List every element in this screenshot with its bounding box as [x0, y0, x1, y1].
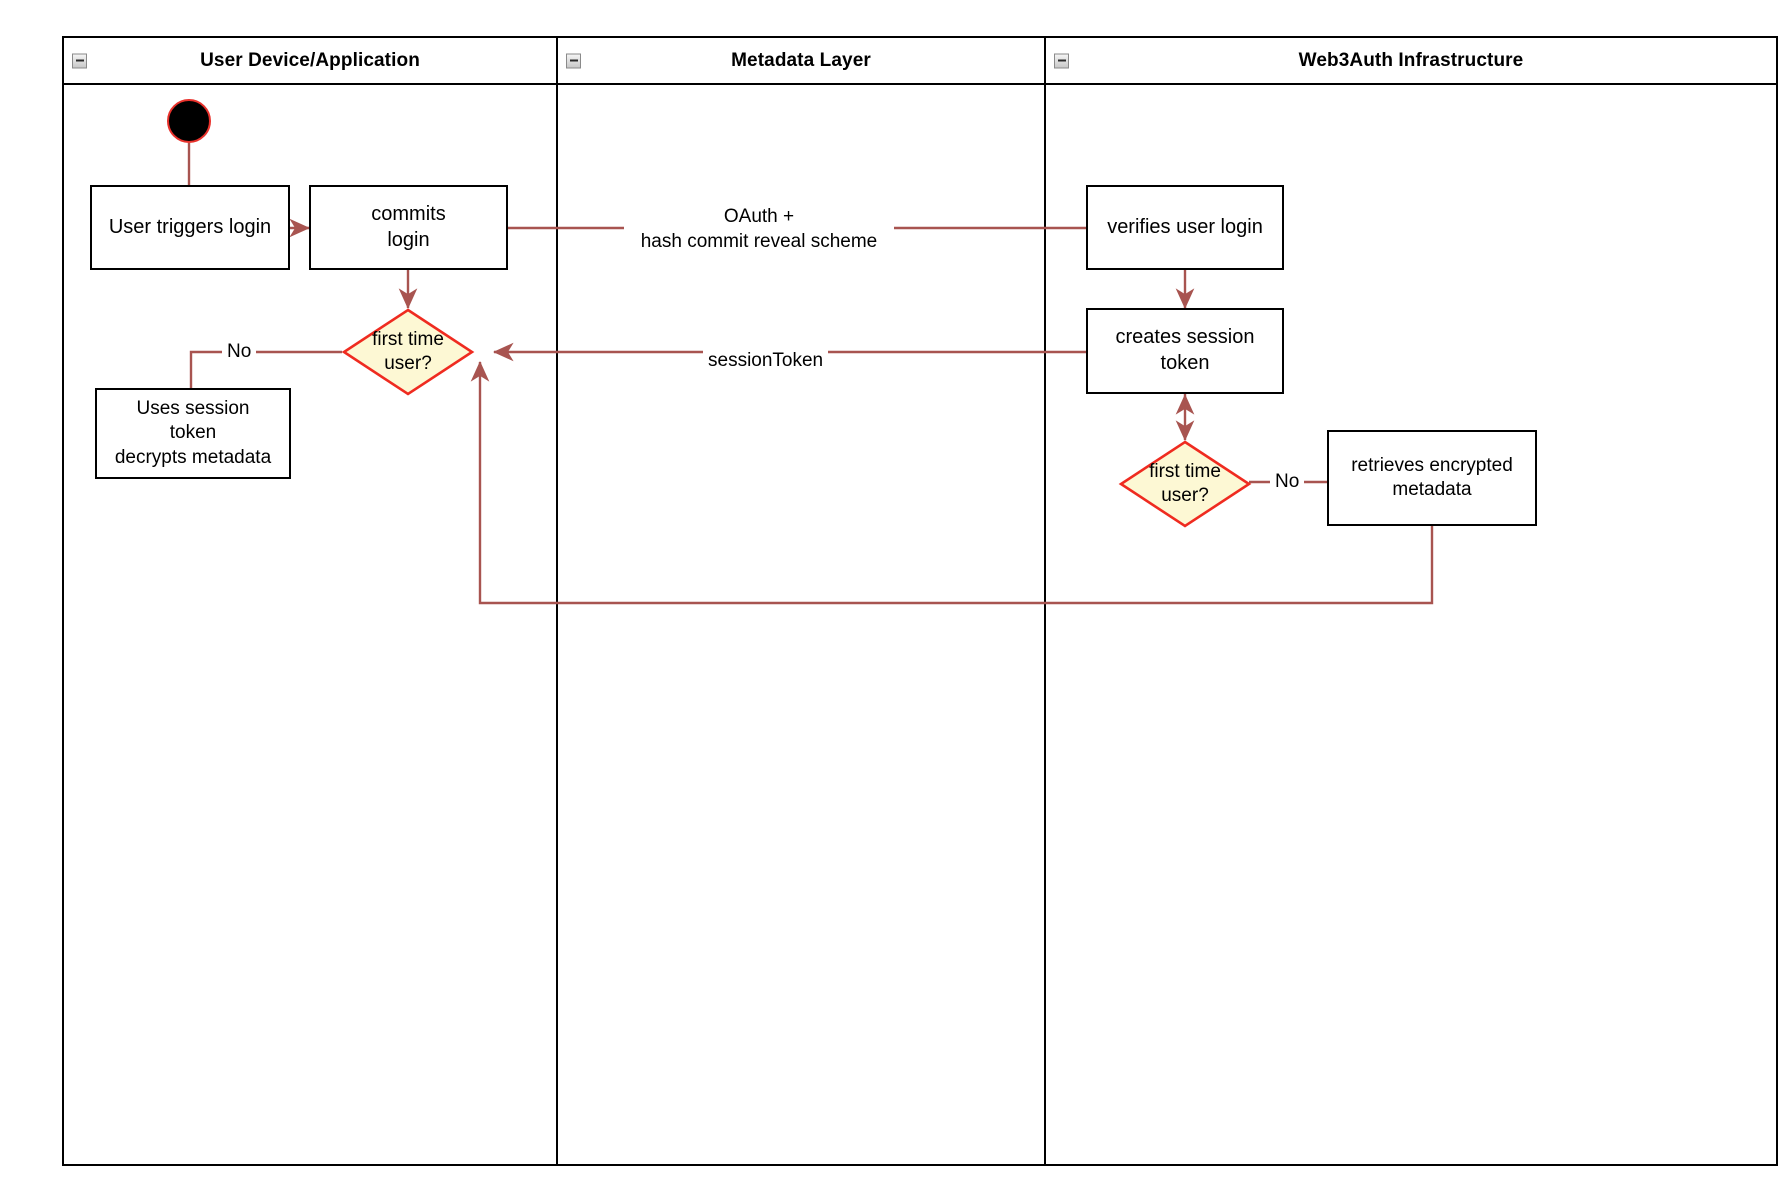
activity-user-triggers-login[interactable]: User triggers login: [90, 185, 290, 270]
collapse-minus-icon[interactable]: [72, 53, 87, 68]
lane-header-user-device-application: User Device/Application: [64, 38, 556, 85]
activity-label-uses-session-token: Uses session token decrypts metadata: [114, 398, 272, 468]
activity-label-retrieves-encrypted-metadata: retrieves encrypted metadata: [1351, 454, 1513, 500]
collapse-minus-icon[interactable]: [1054, 53, 1069, 68]
edge-label-oauth-line2: hash commit reveal scheme: [640, 230, 878, 252]
lane-header-metadata-layer: Metadata Layer: [558, 38, 1044, 85]
edge-label-oauth-line1: OAuth +: [723, 206, 795, 227]
decision-shape-left: [341, 308, 475, 396]
lane-title-metadata-layer: Metadata Layer: [731, 49, 871, 71]
edge-label-oauth-hash-commit: OAuth + hash commit reveal scheme: [624, 205, 894, 255]
lane-user-device-application[interactable]: User Device/Application: [64, 38, 556, 1164]
activity-retrieves-encrypted-metadata[interactable]: retrieves encrypted metadata: [1327, 430, 1537, 526]
activity-uses-session-token-decrypts-metadata[interactable]: Uses session token decrypts metadata: [95, 388, 291, 479]
decision-first-time-user-left[interactable]: first time user?: [341, 308, 475, 396]
activity-verifies-user-login[interactable]: verifies user login: [1086, 185, 1284, 270]
activity-commits-login[interactable]: commits login: [309, 185, 508, 270]
edge-label-no-right: No: [1270, 470, 1305, 495]
decision-first-time-user-right[interactable]: first time user?: [1118, 440, 1252, 528]
activity-label-user-triggers-login: User triggers login: [108, 215, 272, 238]
collapse-minus-icon[interactable]: [566, 53, 581, 68]
lane-header-web3auth-infrastructure: Web3Auth Infrastructure: [1046, 38, 1776, 85]
activity-label-commits-login: commits login: [371, 202, 446, 251]
activity-creates-session-token[interactable]: creates session token: [1086, 308, 1284, 394]
initial-node: [167, 99, 211, 143]
lane-title-web3auth-infrastructure: Web3Auth Infrastructure: [1298, 49, 1524, 71]
edge-label-session-token: sessionToken: [703, 349, 829, 374]
decision-shape-right: [1118, 440, 1252, 528]
edge-label-no-left: No: [222, 340, 257, 365]
lane-title-user-device-application: User Device/Application: [200, 49, 420, 71]
activity-label-creates-session-token: creates session token: [1115, 326, 1255, 374]
activity-label-verifies-user-login: verifies user login: [1107, 215, 1263, 238]
